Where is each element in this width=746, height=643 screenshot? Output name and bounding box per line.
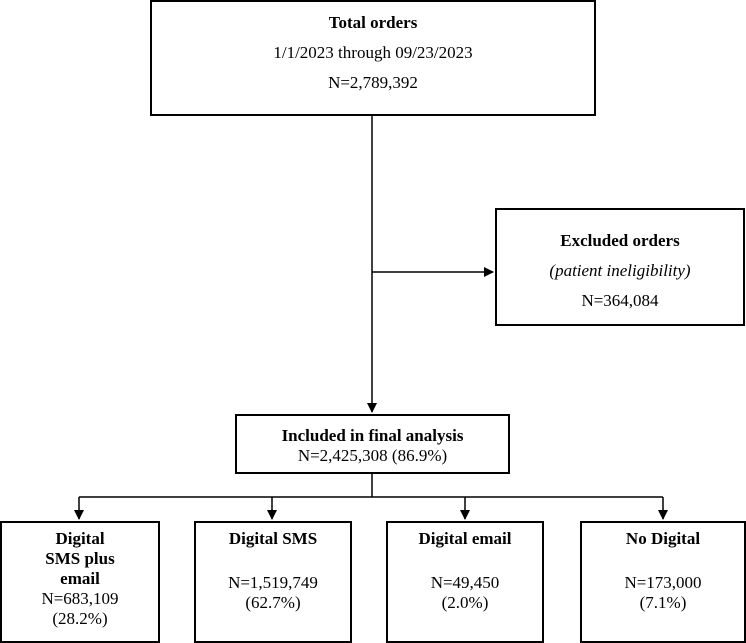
group-count: N=49,450 (430, 573, 500, 592)
group-title: SMS plus (45, 549, 115, 568)
group-count: N=683,109 (41, 589, 119, 608)
group-email-box: Digital email N=49,450 (2.0%) (386, 521, 544, 643)
group-percent: (28.2%) (52, 609, 108, 628)
total-orders-title: Total orders (328, 13, 418, 32)
excluded-orders-reason: (patient ineligibility) (549, 261, 691, 280)
group-title: email (60, 569, 100, 588)
group-percent: (2.0%) (441, 593, 489, 612)
included-analysis-box: Included in final analysis N=2,425,308 (… (235, 414, 510, 474)
group-count: N=1,519,749 (228, 573, 318, 592)
group-sms-box: Digital SMS N=1,519,749 (62.7%) (194, 521, 352, 643)
excluded-orders-count: N=364,084 (581, 291, 659, 310)
included-analysis-title: Included in final analysis (281, 426, 464, 445)
group-percent: (7.1%) (639, 593, 687, 612)
group-sms-plus-email-box: Digital SMS plus email N=683,109 (28.2%) (0, 521, 160, 643)
group-title: Digital email (418, 529, 512, 548)
group-percent: (62.7%) (245, 593, 301, 612)
group-title: Digital (55, 529, 105, 548)
group-title: Digital SMS (228, 529, 318, 548)
group-title: No Digital (625, 529, 701, 548)
total-orders-period: 1/1/2023 through 09/23/2023 (273, 43, 473, 62)
group-count: N=173,000 (624, 573, 702, 592)
group-no-digital-box: No Digital N=173,000 (7.1%) (580, 521, 746, 643)
total-orders-count: N=2,789,392 (328, 73, 418, 92)
excluded-orders-title: Excluded orders (560, 231, 680, 250)
excluded-orders-box: Excluded orders (patient ineligibility) … (495, 208, 745, 326)
included-analysis-count: N=2,425,308 (86.9%) (297, 446, 448, 465)
total-orders-box: Total orders 1/1/2023 through 09/23/2023… (150, 0, 596, 116)
